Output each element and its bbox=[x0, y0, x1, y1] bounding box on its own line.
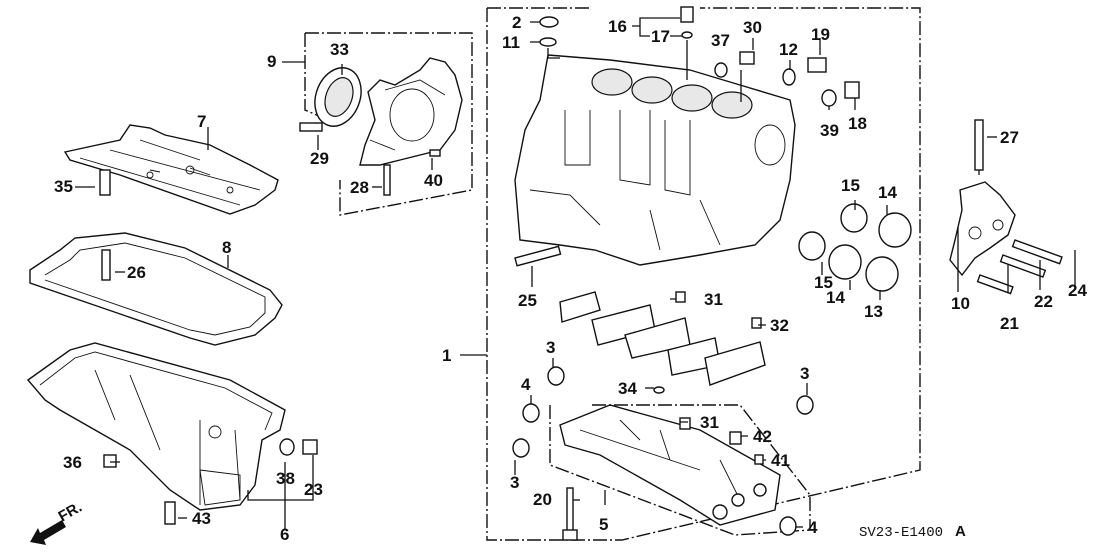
diagram-revision: A bbox=[955, 523, 966, 540]
callout-42: 42 bbox=[753, 427, 772, 446]
callout-16: 16 bbox=[608, 17, 627, 36]
callout-4-left: 4 bbox=[521, 375, 531, 394]
callout-labels: 1 2 11 16 17 37 30 12 19 39 18 9 33 29 2… bbox=[54, 13, 1087, 544]
callout-28: 28 bbox=[350, 178, 369, 197]
oil-baffle-plate bbox=[63, 124, 279, 215]
callout-30: 30 bbox=[743, 18, 762, 37]
oil-pan bbox=[26, 342, 286, 511]
callout-23: 23 bbox=[304, 480, 323, 499]
callout-8: 8 bbox=[222, 238, 231, 257]
oil-seal bbox=[314, 67, 362, 127]
front-arrow-icon bbox=[30, 520, 66, 545]
callout-34: 34 bbox=[618, 379, 637, 398]
hardware bbox=[99, 6, 860, 541]
callout-25: 25 bbox=[518, 291, 537, 310]
callout-2: 2 bbox=[512, 13, 521, 32]
callout-32: 32 bbox=[770, 316, 789, 335]
callout-17: 17 bbox=[651, 27, 670, 46]
callout-14-upper: 14 bbox=[878, 183, 897, 202]
callout-4-bottom: 4 bbox=[808, 518, 818, 537]
oil-pan-gasket bbox=[29, 232, 283, 346]
bearing-bridge bbox=[559, 404, 781, 526]
callout-35: 35 bbox=[54, 177, 73, 196]
callout-36: 36 bbox=[63, 453, 82, 472]
leader-lines bbox=[75, 17, 1076, 530]
callout-3-bottom: 3 bbox=[510, 473, 519, 492]
callout-43: 43 bbox=[192, 509, 211, 528]
callout-31-upper: 31 bbox=[704, 290, 723, 309]
bearing-bridge-frame bbox=[549, 404, 811, 536]
callout-39: 39 bbox=[820, 121, 839, 140]
callout-7: 7 bbox=[197, 112, 206, 131]
callout-19: 19 bbox=[811, 25, 830, 44]
callout-13: 13 bbox=[864, 302, 883, 321]
callout-15-upper: 15 bbox=[841, 176, 860, 195]
callout-40: 40 bbox=[424, 171, 443, 190]
callout-9: 9 bbox=[267, 52, 276, 71]
callout-11: 11 bbox=[502, 33, 520, 52]
callout-41: 41 bbox=[771, 451, 790, 470]
callout-20: 20 bbox=[533, 490, 552, 509]
callout-15-lower: 15 bbox=[814, 273, 833, 292]
callout-3-right: 3 bbox=[800, 364, 809, 383]
callout-6: 6 bbox=[280, 525, 289, 544]
callout-27: 27 bbox=[1000, 128, 1019, 147]
callout-3-top: 3 bbox=[546, 338, 555, 357]
bearings bbox=[798, 203, 912, 292]
callout-31-lower: 31 bbox=[700, 413, 719, 432]
diagram-code-text: SV23-E1400 bbox=[859, 525, 943, 541]
cylinder-block bbox=[514, 54, 796, 266]
callout-26: 26 bbox=[127, 263, 146, 282]
callout-10: 10 bbox=[951, 294, 970, 313]
callout-14-lower: 14 bbox=[826, 288, 845, 307]
callout-29: 29 bbox=[310, 149, 329, 168]
callout-38: 38 bbox=[276, 469, 295, 488]
diagram-code: SV23-E1400 A bbox=[859, 523, 966, 541]
main-bearing-caps bbox=[559, 291, 766, 386]
callout-24: 24 bbox=[1068, 281, 1087, 300]
callout-21: 21 bbox=[1000, 314, 1019, 333]
callout-22: 22 bbox=[1034, 292, 1053, 311]
front-direction-indicator: FR. bbox=[30, 499, 85, 545]
engine-bracket bbox=[949, 119, 1063, 295]
callout-5: 5 bbox=[599, 515, 608, 534]
callout-12: 12 bbox=[779, 40, 798, 59]
callout-18: 18 bbox=[848, 114, 867, 133]
oil-pump-group-frame bbox=[304, 32, 473, 216]
callout-33: 33 bbox=[330, 40, 349, 59]
oil-pump-body bbox=[359, 57, 463, 166]
callout-1: 1 bbox=[442, 346, 451, 365]
callout-37: 37 bbox=[711, 31, 730, 50]
